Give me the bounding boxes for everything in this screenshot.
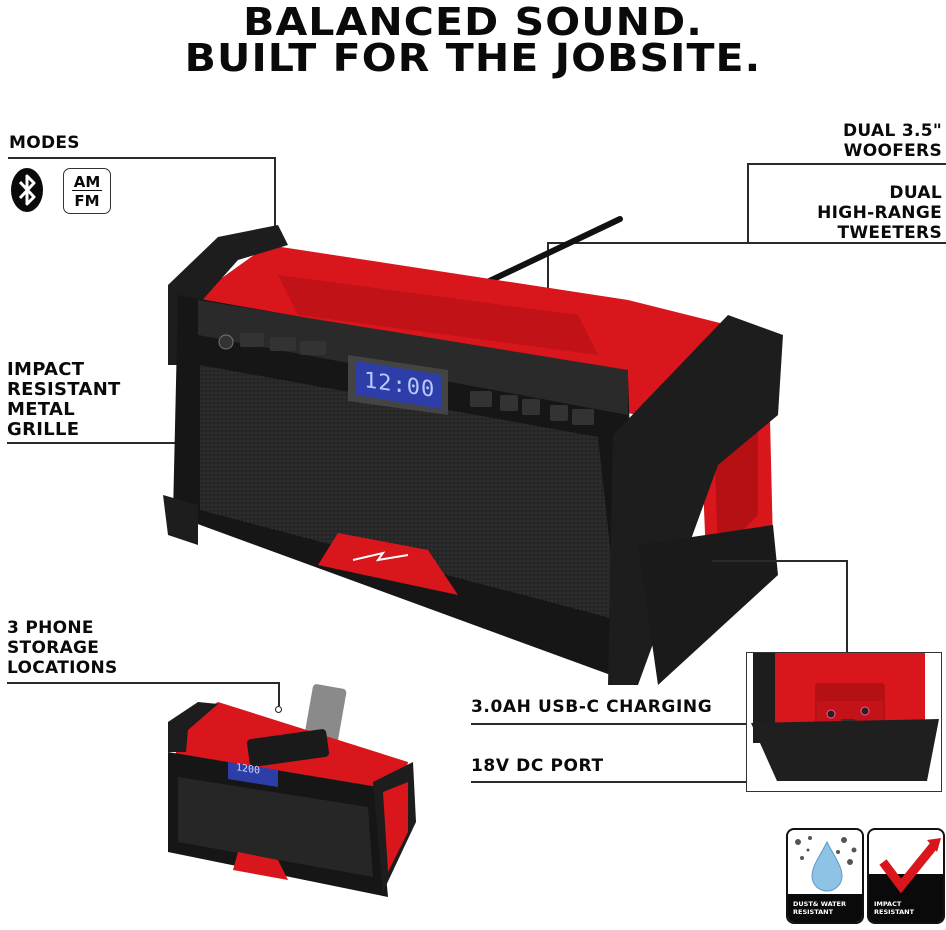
impact-caption: IMPACT RESISTANT — [869, 894, 943, 922]
usb-charging-label: 3.0AH USB-C CHARGING — [471, 697, 713, 717]
side-leader-v — [846, 560, 848, 653]
am-label: AM — [72, 173, 102, 191]
fm-label: FM — [74, 192, 100, 210]
water-drop-icon — [795, 836, 857, 892]
phone-storage-label: 3 PHONE STORAGE LOCATIONS — [7, 618, 118, 678]
phone-leader-dot — [275, 706, 282, 713]
dc-leader — [471, 781, 865, 783]
tweeters-leader-h — [548, 242, 946, 244]
jobsite-radio-image: 12:00 — [158, 215, 788, 685]
modes-leader-h — [8, 157, 275, 159]
headline-line-2: BUILT FOR THE JOBSITE. — [184, 36, 762, 80]
phone-leader-v — [278, 682, 280, 706]
impact-resistant-badge: IMPACT RESISTANT — [867, 828, 945, 924]
woofers-leader-h — [748, 163, 946, 165]
dc-port-label: 18V DC PORT — [471, 756, 604, 776]
dust-water-resistant-badge: DUST& WATER RESISTANT — [786, 828, 864, 924]
port-detail-inset — [746, 652, 942, 792]
bluetooth-icon — [9, 168, 47, 214]
checkmark-icon — [879, 838, 941, 894]
usb-leader — [471, 723, 823, 725]
modes-title: MODES — [9, 133, 80, 153]
am-fm-icon: AM FM — [63, 168, 111, 214]
grille-label: IMPACT RESISTANT METAL GRILLE — [7, 359, 121, 440]
dust-water-caption: DUST& WATER RESISTANT — [788, 894, 862, 922]
headline: BALANCED SOUND. BUILT FOR THE JOBSITE. — [0, 0, 946, 80]
woofers-leader-v — [747, 163, 749, 243]
side-leader-h — [712, 560, 847, 562]
phone-leader-h — [7, 682, 279, 684]
small-radio-image: 1200 — [158, 682, 418, 897]
woofers-label: DUAL 3.5" WOOFERS — [843, 121, 942, 161]
tweeters-label: DUAL HIGH-RANGE TWEETERS — [817, 183, 942, 243]
headline-line-1: BALANCED SOUND. — [243, 0, 703, 44]
grille-leader — [7, 442, 223, 444]
